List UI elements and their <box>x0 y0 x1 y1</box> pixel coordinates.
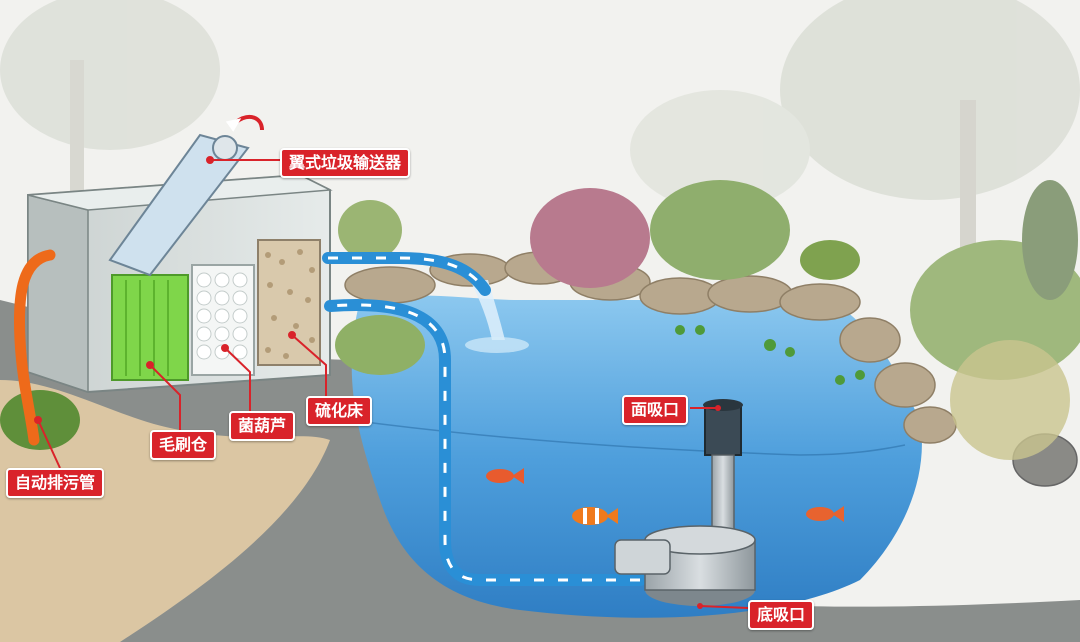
lily-pads <box>675 325 865 385</box>
label-sulfide-bed: 硫化床 <box>306 396 373 426</box>
sulfide-bed-chamber <box>257 239 321 366</box>
waterfall <box>470 280 505 340</box>
sand-path <box>0 380 330 642</box>
leader-lines <box>34 156 749 609</box>
label-surface-intake: 面吸口 <box>622 395 689 425</box>
shrubs <box>0 180 1080 460</box>
fish <box>486 468 844 525</box>
label-drain-pipe: 自动排污管 <box>6 468 105 498</box>
label-brush-chamber: 毛刷仓 <box>150 430 217 460</box>
label-bottom-intake: 底吸口 <box>748 600 815 630</box>
wing-conveyor <box>108 133 250 277</box>
drain-pipe <box>13 249 56 446</box>
surface-intake-marker <box>715 405 721 411</box>
waterfall-splash <box>465 337 529 353</box>
background-trees <box>0 0 1080 300</box>
surface-intake-unit <box>703 399 743 546</box>
rotation-arrow-icon <box>225 114 264 132</box>
ground <box>0 300 1080 642</box>
label-conveyor: 翼式垃圾输送器 <box>280 148 411 178</box>
bottom-intake-unit <box>614 525 756 609</box>
pond-water <box>351 295 922 618</box>
label-bio-balls: 菌葫芦 <box>229 411 296 441</box>
